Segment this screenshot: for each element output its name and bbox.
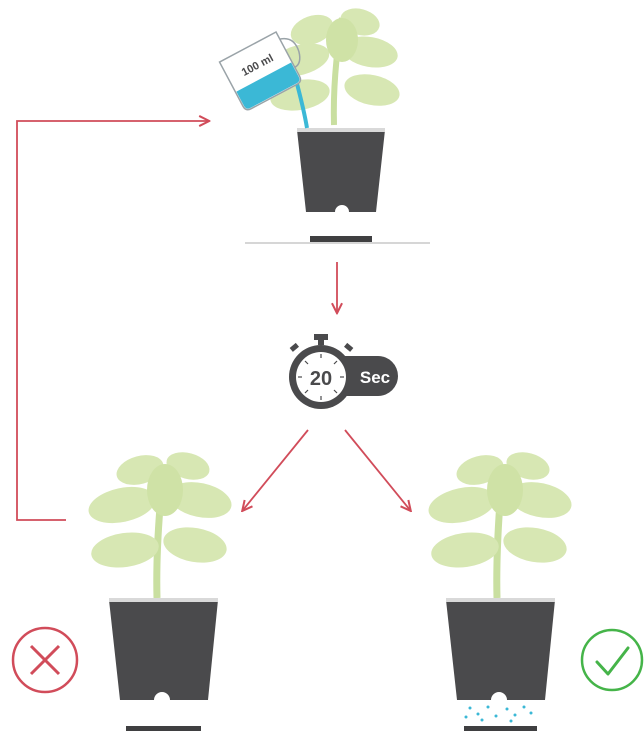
fail-plant bbox=[88, 452, 232, 731]
timer-number: 20 bbox=[310, 368, 332, 390]
stopwatch-icon bbox=[289, 334, 354, 409]
timer-unit: Sec bbox=[360, 368, 390, 387]
check-circle-icon bbox=[580, 628, 644, 692]
success-plant-foliage bbox=[428, 452, 572, 599]
fail-plant-foliage bbox=[88, 452, 232, 599]
success-plant-saucer bbox=[464, 726, 537, 731]
top-plant-saucer bbox=[310, 236, 372, 242]
timer: 20 Sec bbox=[289, 334, 398, 409]
arrow-repeat-loop bbox=[16, 121, 208, 521]
measuring-jug: 100 ml bbox=[218, 31, 309, 129]
fail-plant-saucer bbox=[126, 726, 201, 731]
fail-plant-pot bbox=[109, 598, 218, 700]
flow-arrows bbox=[16, 121, 410, 521]
jug-handle bbox=[279, 37, 301, 69]
arrow-to-success-plant bbox=[344, 429, 410, 510]
drained-water-drops bbox=[464, 693, 533, 723]
arrow-to-fail-plant bbox=[243, 429, 309, 510]
success-plant bbox=[428, 452, 572, 731]
x-circle-icon bbox=[11, 626, 79, 694]
top-plant-pot bbox=[297, 128, 385, 212]
success-plant-pot bbox=[446, 598, 555, 700]
jug-water bbox=[236, 62, 300, 109]
